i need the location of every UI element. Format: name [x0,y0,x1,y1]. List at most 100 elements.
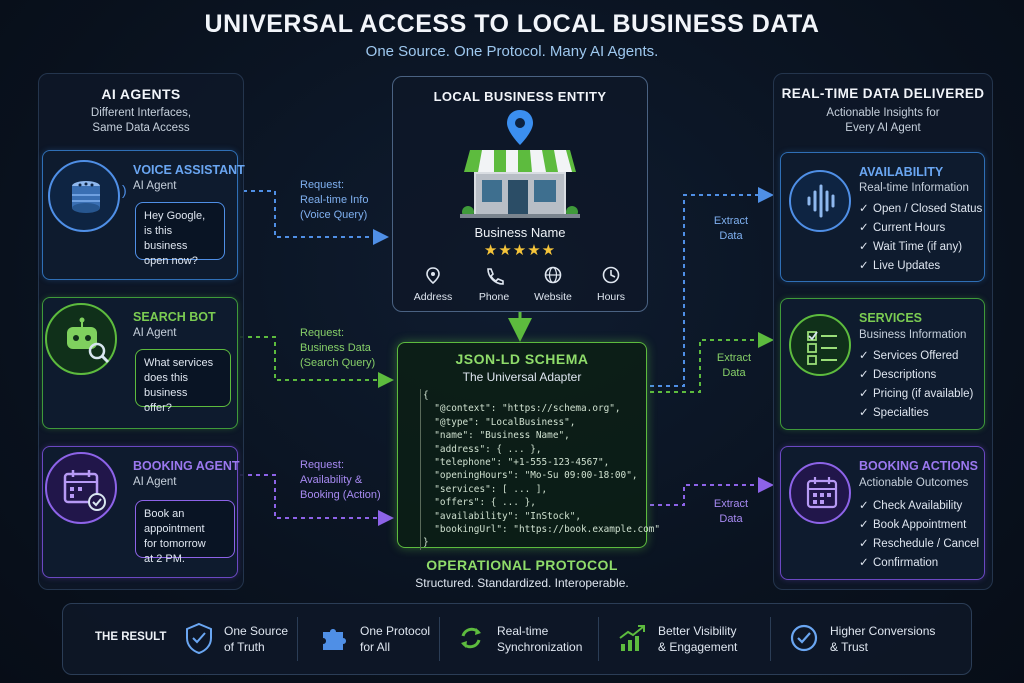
ai-agents-title: AI AGENTS [101,86,181,102]
result-item-2: One Protocol for All [360,623,430,655]
code-line: { [423,390,429,401]
voice-assistant-type: AI Agent [133,180,177,192]
code-line: "availability": "InStock", [423,510,582,522]
request-line: Request: [300,179,345,191]
code-line: "openingHours": "Mo-Su 09:00-18:00", [423,470,638,482]
voice-query-bubble: Hey Google, is this business open now? [135,202,225,267]
page-subtitle: One Source. One Protocol. Many AI Agents… [365,43,659,60]
booking-request-label: Request: Availability & Booking (Action) [300,458,381,503]
result-item-1: One Source of Truth [224,623,288,655]
extract-booking-arrow [650,477,774,506]
voice-bubble-line: is this business [144,225,188,252]
list-item: ✓Descriptions [859,369,937,381]
list-item: ✓Services Offered [859,350,959,362]
result-item-4: Better Visibility & Engagement [658,623,737,655]
search-request-label: Request: Business Data (Search Query) [300,326,375,371]
availability-title: AVAILABILITY [859,165,944,179]
clock-icon [602,266,620,284]
extract-availability-arrow [650,187,774,387]
globe-icon [544,266,562,284]
phone-label: Phone [478,291,510,303]
result-line: Synchronization [497,640,583,654]
code-line: "telephone": "+1-555-123-4567", [423,457,610,469]
result-line: & Trust [830,640,869,654]
result-line: One Source [224,624,289,638]
search-bubble-line: offer? [144,402,172,414]
booking-actions-subtitle: Actionable Outcomes [859,477,969,489]
search-bot-type: AI Agent [133,327,177,339]
request-line: Business Data [300,342,371,354]
code-line: "name": "Business Name", [423,430,570,442]
business-entity-title: LOCAL BUSINESS ENTITY [433,89,607,104]
code-line: "bookingUrl": "https://book.example.com" [423,524,661,536]
list-item: ✓Pricing (if available) [859,388,974,400]
map-pin-icon [426,267,440,285]
extract-line: Data [719,230,743,242]
code-line: "@context": "https://schema.org", [423,403,621,415]
list-item: ✓Check Availability [859,500,963,512]
schema-title: JSON-LD SCHEMA [455,351,589,367]
request-line: (Voice Query) [300,209,368,221]
sync-icon [455,622,487,659]
list-item: ✓Reschedule / Cancel [859,538,980,550]
result-line: Better Visibility [658,624,737,638]
page-title: UNIVERSAL ACCESS TO LOCAL BUSINESS DATA [204,10,820,38]
result-item-5: Higher Conversions & Trust [830,623,935,655]
request-line: Request: [300,327,345,339]
request-line: Availability & [300,474,363,486]
voice-bubble-line: open now? [144,255,198,267]
address-link[interactable]: Address [410,265,456,305]
list-item: ✓Specialties [859,407,929,419]
result-divider [770,617,771,661]
booking-bubble-line: Book an appointment [144,508,205,535]
request-line: (Search Query) [300,357,376,369]
puzzle-icon [318,622,350,659]
business-name: Business Name [474,225,566,240]
search-query-bubble: What services does this business offer? [135,349,231,414]
booking-query-bubble: Book an appointment for tomorrow at 2 PM… [135,500,235,565]
voice-wave-icon: ) [122,182,127,198]
list-item: ✓Current Hours [859,222,946,234]
checklist-icon [789,314,851,376]
booking-request-arrow [240,474,394,526]
booking-bubble-line: at 2 PM. [144,553,185,565]
voice-bubble-line: Hey Google, [144,210,206,222]
result-item-3: Real-time Synchronization [497,623,582,655]
result-line: One Protocol [360,624,431,638]
request-line: Booking (Action) [300,489,381,501]
request-line: Real-time Info [300,194,369,206]
phone-icon [487,268,504,285]
search-bubble-line: What services [144,357,214,369]
hours-link[interactable]: Hours [588,265,634,305]
booking-actions-list: ✓Check Availability ✓Book Appointment ✓R… [859,497,979,573]
voice-assistant-icon [48,160,120,232]
result-line: for All [360,640,391,654]
schema-subtitle: The Universal Adapter [462,370,582,384]
real-time-data-subtitle-2: Every AI Agent [845,122,921,134]
result-divider [297,617,298,661]
availability-list: ✓Open / Closed Status ✓Current Hours ✓Wa… [859,200,982,276]
business-rating-stars: ★★★★★ [483,242,557,259]
code-line: "services": [ ... ], [423,483,548,495]
code-line: "@type": "LocalBusiness", [423,416,576,428]
list-item: ✓Live Updates [859,260,941,272]
extract-line: Extract [713,215,749,227]
extract-services-arrow [650,332,774,393]
result-label: THE RESULT [95,631,167,643]
check-circle-icon [788,622,820,659]
search-bubble-line: does this business [144,372,189,399]
search-request-arrow [240,336,394,388]
services-subtitle: Business Information [859,329,967,341]
result-line: Higher Conversions [830,624,936,638]
booking-agent-type: AI Agent [133,476,177,488]
voice-request-label: Request: Real-time Info (Voice Query) [300,178,368,223]
schema-code-block: { "@context": "https://schema.org", "@ty… [420,389,661,550]
extract-label-availability: Extract Data [700,214,762,244]
protocol-title: OPERATIONAL PROTOCOL [426,557,618,573]
phone-link[interactable]: Phone [471,265,517,305]
search-bot-icon [45,303,117,375]
website-link[interactable]: Website [530,265,576,305]
hours-label: Hours [596,291,625,303]
list-item: ✓Book Appointment [859,519,967,531]
